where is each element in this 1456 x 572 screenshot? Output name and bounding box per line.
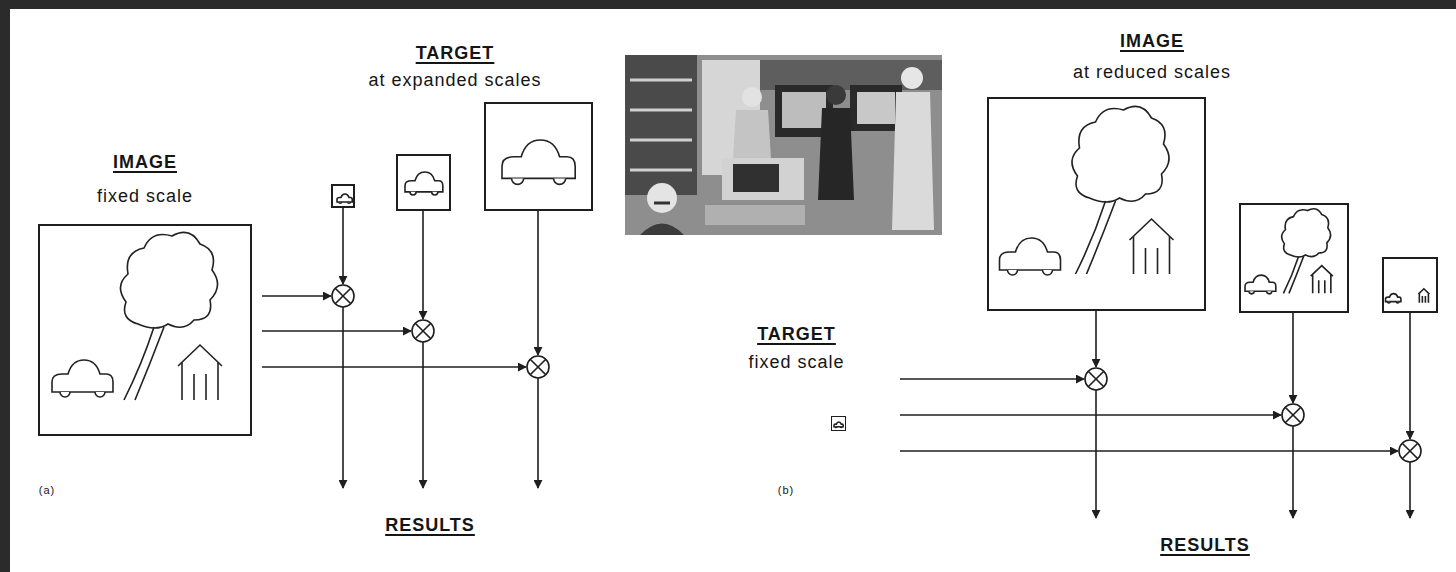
target-boxes [332, 103, 592, 210]
person [818, 108, 854, 200]
keyboard [705, 205, 805, 225]
tree-drawing [1282, 209, 1331, 294]
box-subheading: fixed scale [97, 186, 193, 207]
signal-arrow [342, 307, 344, 488]
computer-terminal [722, 158, 804, 200]
box-heading: TARGET [757, 324, 836, 345]
section-subheading: at expanded scales [368, 70, 541, 91]
terminal-screen [733, 164, 779, 192]
image-box [1240, 204, 1348, 312]
scene-drawing [52, 232, 222, 400]
person [826, 85, 846, 105]
monitor-screen [857, 92, 895, 124]
frame-band [0, 0, 1456, 9]
car-drawing [1000, 238, 1061, 275]
car-drawing [502, 140, 575, 184]
target-box [397, 155, 450, 210]
section-subheading: at reduced scales [1073, 62, 1231, 83]
target-box: TARGETfixed scale [831, 416, 846, 431]
section-heading: RESULTS [385, 515, 475, 536]
signal-arrow [262, 366, 526, 368]
signal-arrow [900, 414, 1281, 416]
monitor-screen [782, 92, 826, 128]
section-heading: RESULTS [1160, 535, 1250, 556]
multipliers [1085, 368, 1421, 462]
image-box: IMAGEfixed scale [38, 224, 252, 436]
bookshelf [625, 55, 697, 195]
scene-drawing [1000, 106, 1174, 275]
multiplier-symbol [332, 285, 354, 307]
person [892, 92, 934, 230]
signal-arrow [537, 378, 539, 488]
box-subheading: fixed scale [748, 352, 844, 373]
signal-arrow [262, 295, 331, 297]
person [901, 67, 923, 89]
frame-band [0, 0, 10, 572]
section-heading: TARGET [416, 43, 495, 64]
car-drawing [52, 360, 113, 397]
house-drawing [1130, 219, 1174, 274]
multiplier-symbol [527, 356, 549, 378]
section-heading: IMAGE [1120, 31, 1184, 52]
image-box [1383, 258, 1437, 312]
multiplier-symbol [1399, 440, 1421, 462]
signal-arrow [900, 378, 1084, 380]
box-heading: IMAGE [113, 152, 177, 173]
signal-arrow [1292, 312, 1294, 403]
signal-arrow [1292, 426, 1294, 518]
multipliers [332, 285, 549, 378]
tree-drawing [1072, 106, 1169, 274]
scene-drawing [1245, 209, 1333, 294]
image-boxes [988, 98, 1437, 312]
seated-person [647, 183, 677, 213]
signal-arrow [422, 342, 424, 488]
signal-arrow [262, 330, 411, 332]
monitor [850, 85, 902, 131]
signal-arrow [1409, 312, 1411, 439]
multiplier-symbol [1085, 368, 1107, 390]
team-photo [625, 55, 942, 235]
photo-ground [625, 55, 942, 235]
signal-arrow [1409, 462, 1411, 518]
car-drawing [405, 172, 443, 195]
tree-drawing [120, 232, 217, 400]
car-drawing [1386, 294, 1401, 303]
house-drawing [178, 345, 222, 400]
car-drawing [1245, 275, 1276, 294]
signal-arrow [900, 450, 1398, 452]
car-drawing [337, 194, 352, 203]
multiplier-symbol [412, 320, 434, 342]
target-box [332, 185, 354, 207]
car-drawing [834, 422, 843, 428]
seated-person [640, 224, 684, 236]
signal-arrow [422, 210, 424, 319]
mustache [654, 202, 670, 205]
target-box [485, 103, 592, 210]
multiplier-symbol [1282, 404, 1304, 426]
house-drawing [1311, 266, 1333, 294]
shelf-lines [630, 80, 692, 170]
person [742, 87, 762, 107]
signal-arrow [537, 210, 539, 355]
signal-arrow [342, 207, 344, 284]
scene-drawing [1386, 289, 1430, 303]
signal-arrow [1095, 310, 1097, 367]
signal-arrow [1095, 390, 1097, 518]
signal-arrows [900, 310, 1410, 518]
panel-letter: (b) [778, 484, 794, 497]
signal-arrows [262, 207, 538, 488]
image-box [988, 98, 1205, 310]
panel-letter: (a) [39, 484, 55, 497]
house-drawing [1418, 289, 1429, 303]
